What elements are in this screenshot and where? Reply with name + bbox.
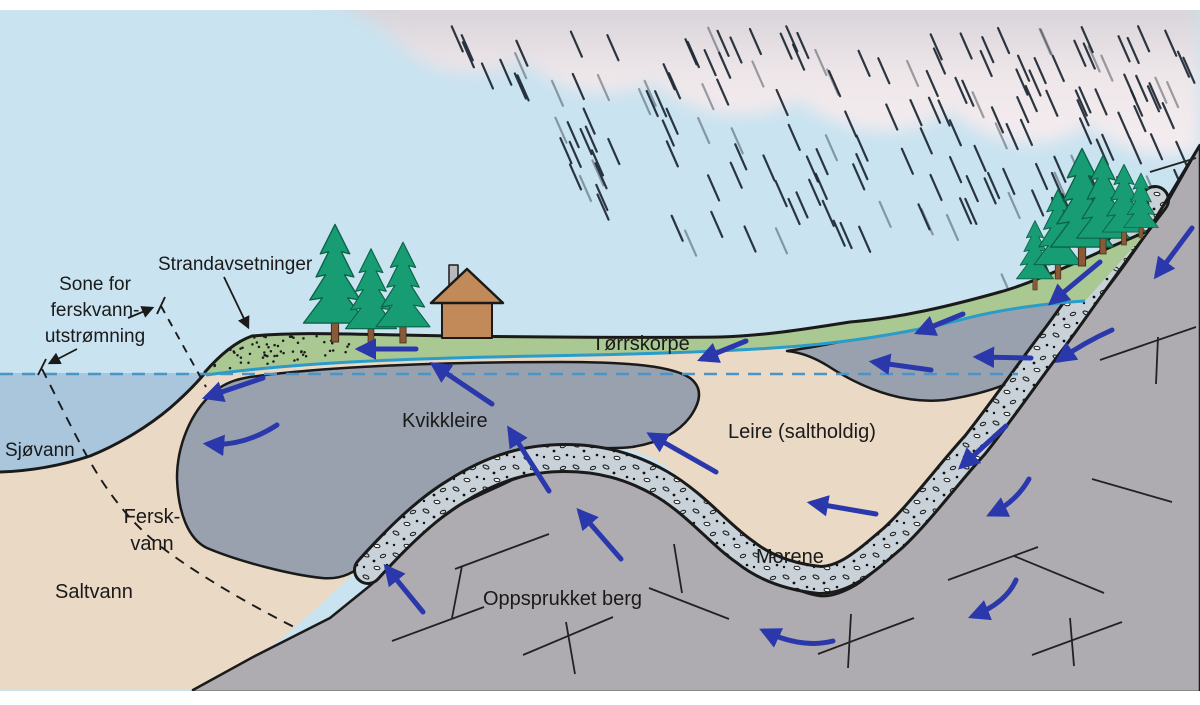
sone-leader-arrow-left — [47, 348, 78, 365]
house-icon — [429, 264, 505, 339]
terrain-surface-outline — [203, 229, 1150, 374]
flow-arrow — [507, 425, 552, 494]
label-sone-line1: Sone for — [59, 274, 131, 295]
strand-leader-arrow — [223, 276, 250, 330]
flow-arrow — [1047, 259, 1103, 306]
moraine-band — [353, 185, 1170, 595]
outflow-zone-tick-right — [156, 296, 166, 315]
groundwater-table-line — [205, 299, 1086, 377]
bottom-margin — [0, 691, 1200, 705]
seabed-outline — [0, 372, 207, 474]
flow-arrow — [697, 338, 749, 363]
flow-arrow — [646, 432, 719, 475]
label-strandavsetninger: Strandavsetninger — [158, 254, 313, 275]
label-leader-lines — [47, 276, 250, 365]
salt-fresh-water-boundary-dashed — [41, 368, 297, 629]
label-sone-line3: utstrømning — [45, 326, 145, 347]
flow-arrow — [958, 423, 1009, 470]
top-margin — [0, 0, 1200, 10]
label-fersk-line2: vann — [130, 533, 173, 555]
sone-leader-arrow-right — [127, 306, 155, 319]
flow-arrow — [972, 346, 1034, 369]
label-oppsprukket-berg: Oppsprukket berg — [483, 588, 642, 610]
label-morene: Morene — [756, 546, 824, 568]
outflow-zone-tick-left — [37, 358, 47, 376]
outflow-zone-boundary-dashed — [160, 305, 207, 388]
label-leire-saltholdig: Leire (saltholdig) — [728, 421, 876, 443]
label-torrskorpe: Tørrskorpe — [592, 333, 690, 355]
freshwater-zone-boundaries — [37, 296, 297, 629]
groundwater-flow-arrows — [201, 225, 1195, 648]
labels: Sone for ferskvann- utstrømning Strandav… — [5, 254, 876, 610]
flow-arrow — [986, 476, 1032, 517]
label-sjovann: Sjøvann — [5, 440, 75, 461]
flow-arrow — [914, 311, 966, 336]
flow-arrow — [202, 422, 280, 457]
flow-arrow — [1153, 225, 1195, 280]
label-saltvann: Saltvann — [55, 581, 133, 603]
flow-arrow — [201, 375, 266, 402]
flow-arrow — [806, 495, 879, 517]
rain-cloud — [352, 10, 1200, 155]
label-kvikkleire: Kvikkleire — [402, 410, 488, 432]
label-fersk-line1: Fersk- — [124, 506, 181, 528]
bedrock-fracture-lines — [391, 157, 1197, 675]
flow-arrow — [967, 577, 1019, 621]
flow-arrow — [759, 628, 836, 648]
flow-arrow — [1054, 327, 1115, 364]
house-roof — [429, 267, 505, 305]
flow-arrow — [868, 353, 934, 375]
flow-arrow — [383, 563, 426, 615]
label-sone-line2: ferskvann- — [51, 300, 140, 321]
sea-region — [0, 373, 205, 472]
flow-arrow — [429, 362, 495, 407]
flow-arrow — [576, 507, 624, 562]
house-walls — [441, 300, 493, 339]
